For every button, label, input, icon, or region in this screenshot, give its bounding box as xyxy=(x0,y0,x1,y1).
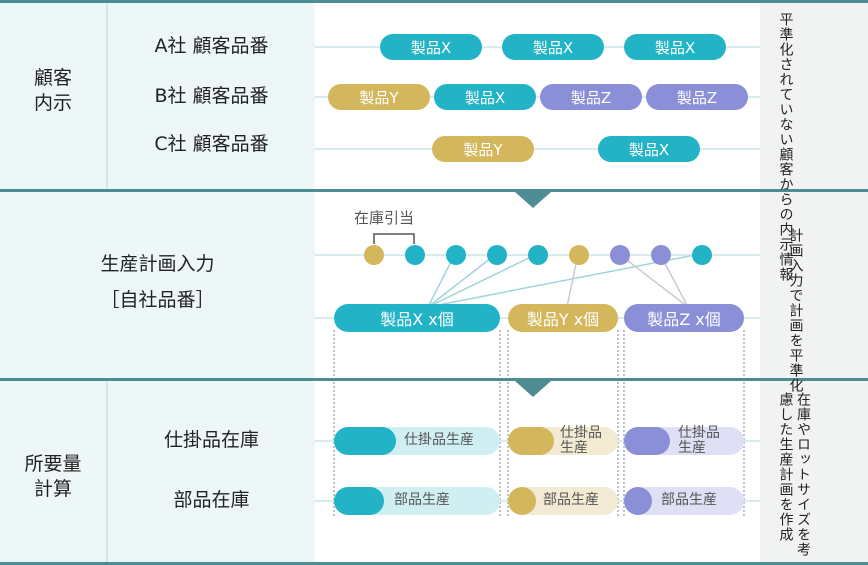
section1-note: 平準化されていない顧客からの内示情報 xyxy=(777,12,794,282)
plan-dot-x xyxy=(446,245,466,265)
plan-dot-y xyxy=(569,245,589,265)
product-pill-x: 製品X xyxy=(624,34,726,60)
connector-line xyxy=(427,253,497,308)
wip-production-x: 仕掛品生産 xyxy=(334,427,500,455)
column-guide xyxy=(617,330,619,516)
parts-label: 部品生産 xyxy=(543,492,599,509)
product-pill-x: 製品X xyxy=(434,84,536,110)
product-pill-y: 製品Y xyxy=(328,84,430,110)
down-arrow-icon xyxy=(515,381,551,397)
parts-production-y: 部品生産 xyxy=(508,487,618,515)
row-label-parts: 部品在庫 xyxy=(173,489,250,511)
product-pill-x: 製品X xyxy=(380,34,482,60)
plan-dot-x xyxy=(487,245,507,265)
wip-label: 仕掛品生産 xyxy=(404,432,474,449)
product-pill-x: 製品X xyxy=(598,136,700,162)
wip-label: 仕掛品 生産 xyxy=(678,424,720,456)
parts-label: 部品生産 xyxy=(661,492,717,509)
plan-pill-x: 製品X x個 xyxy=(334,304,500,332)
product-pill-x: 製品X xyxy=(502,34,604,60)
parts-bar xyxy=(508,487,536,515)
plan-dot-x xyxy=(528,245,548,265)
row-label-b: B社 顧客品番 xyxy=(154,85,269,107)
column-divider xyxy=(106,381,108,562)
plan-pill-y: 製品Y x個 xyxy=(508,304,618,332)
stock-allocation-label: 在庫引当 xyxy=(354,209,415,227)
product-pill-y: 製品Y xyxy=(432,136,534,162)
row-label-a: A社 顧客品番 xyxy=(154,35,269,57)
column-guide xyxy=(499,330,501,516)
section-border xyxy=(0,562,868,565)
plan-dot-z xyxy=(651,245,671,265)
column-guide xyxy=(507,330,509,516)
section1-label-bg xyxy=(0,3,315,189)
plan-dot-y xyxy=(364,245,384,265)
plan-dot-x xyxy=(405,245,425,265)
section-border xyxy=(0,378,868,381)
section2-title: 生産計画入力 xyxy=(100,253,215,275)
wip-bar xyxy=(334,427,396,455)
column-guide xyxy=(333,330,335,516)
track-line xyxy=(315,96,760,98)
section2-note: 計画入力で計画を平準化 xyxy=(787,228,804,393)
column-guide xyxy=(623,330,625,516)
product-pill-z: 製品Z xyxy=(646,84,748,110)
plan-pill-z: 製品Z x個 xyxy=(624,304,744,332)
wip-bar xyxy=(508,427,554,455)
stock-bracket xyxy=(373,233,415,244)
row-label-wip: 仕掛品在庫 xyxy=(163,429,259,451)
down-arrow-icon xyxy=(515,192,551,208)
column-divider xyxy=(106,3,108,189)
section1-note-bg xyxy=(760,3,868,189)
row-label-c: C社 顧客品番 xyxy=(154,133,269,155)
section1-title: 顧客 内示 xyxy=(33,67,72,114)
wip-label: 仕掛品 生産 xyxy=(560,424,602,456)
parts-production-x: 部品生産 xyxy=(334,487,500,515)
wip-production-y: 仕掛品 生産 xyxy=(508,424,618,456)
plan-dot-z xyxy=(610,245,630,265)
wip-bar xyxy=(624,427,670,455)
parts-label: 部品生産 xyxy=(394,492,450,509)
section-border xyxy=(0,189,868,192)
product-pill-z: 製品Z xyxy=(540,84,642,110)
section3-note-bg xyxy=(760,381,868,562)
section-border xyxy=(0,0,868,3)
plan-dot-x xyxy=(692,245,712,265)
parts-production-z: 部品生産 xyxy=(624,487,744,515)
section2-subtitle: ［自社品番］ xyxy=(100,289,215,311)
section3-note: 在庫やロットサイズを考慮した生産計画を作成 xyxy=(777,392,812,557)
section3-label-bg xyxy=(0,381,315,562)
parts-bar xyxy=(334,487,384,515)
track-line xyxy=(315,148,760,150)
section2-note-bg xyxy=(760,192,868,378)
section2-label-bg xyxy=(0,192,315,378)
column-guide xyxy=(743,330,745,516)
allocation-connectors xyxy=(373,233,701,308)
section3-title: 所要量 計算 xyxy=(24,453,82,500)
wip-production-z: 仕掛品 生産 xyxy=(624,424,744,456)
connector-line xyxy=(618,253,689,308)
parts-bar xyxy=(624,487,652,515)
connector-line xyxy=(427,253,538,308)
